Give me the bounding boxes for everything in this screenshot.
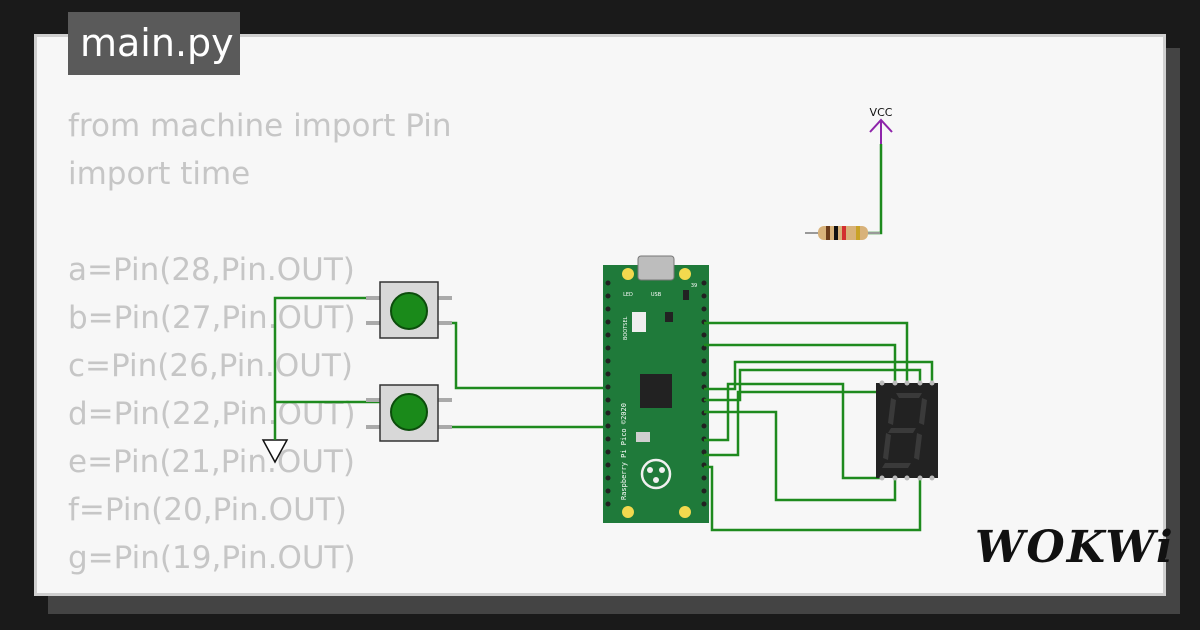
resistor[interactable]: [805, 226, 880, 240]
seven-segment-display[interactable]: [876, 380, 938, 481]
code-line: a=Pin(28,Pin.OUT): [68, 252, 355, 288]
segment-wires: [704, 321, 934, 532]
code-line: b=Pin(27,Pin.OUT): [68, 300, 356, 336]
pushbutton-1[interactable]: [366, 281, 452, 339]
pico-bootsel-label: BOOTSEL: [623, 316, 629, 340]
pico-board[interactable]: LED USB 39 BOOTSEL Raspberry Pi Pico ©20…: [603, 255, 709, 523]
pico-board-label: Raspberry Pi Pico ©2020: [620, 403, 628, 500]
wire-btn1: [452, 321, 610, 390]
pushbutton-2[interactable]: [366, 384, 452, 442]
code-block: from machine import Pin import time a=Pi…: [68, 102, 452, 582]
vcc-symbol[interactable]: VCC: [869, 106, 893, 144]
wire-vcc: [862, 144, 883, 235]
pico-led-label: LED: [623, 292, 633, 298]
vcc-label: VCC: [870, 106, 893, 119]
code-line: from machine import Pin: [68, 108, 452, 144]
code-line: c=Pin(26,Pin.OUT): [68, 348, 353, 384]
pico-usb-label: USB: [651, 292, 662, 298]
code-line: e=Pin(21,Pin.OUT): [68, 444, 355, 480]
wokwi-logo: WOKWi: [975, 522, 1175, 573]
code-line: f=Pin(20,Pin.OUT): [68, 492, 347, 528]
preview-card: [34, 34, 1166, 596]
code-line: g=Pin(19,Pin.OUT): [68, 540, 356, 576]
file-tab[interactable]: main.py: [68, 12, 240, 75]
wire-gnd-1: [273, 296, 382, 440]
code-line: import time: [68, 156, 251, 192]
pico-pin-label: 39: [691, 283, 697, 289]
